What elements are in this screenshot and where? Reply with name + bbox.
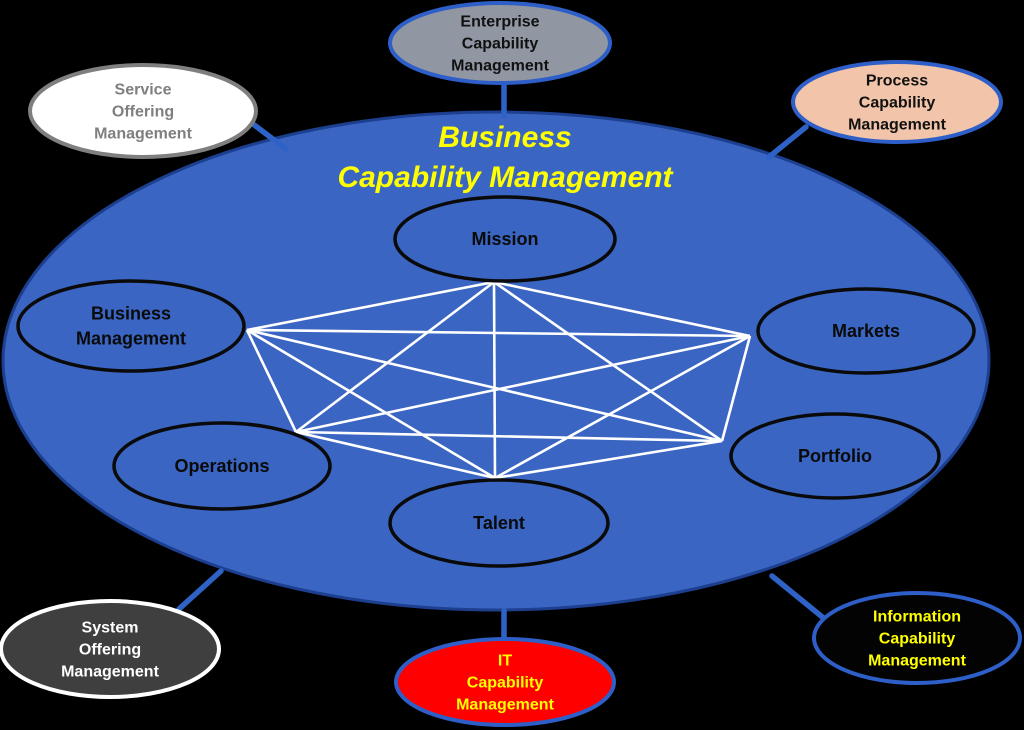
inner-node-talent-label: Talent — [473, 513, 525, 533]
mesh-edge-business-management-portfolio — [246, 328, 723, 443]
mesh-edge-markets-operations — [295, 334, 751, 434]
mesh-edge-portfolio-talent — [494, 439, 723, 480]
mesh-edge-mission-markets — [493, 280, 751, 338]
inner-node-mission-label: Mission — [471, 229, 538, 249]
inner-node-business-management — [16, 279, 246, 373]
mesh-edge-business-management-markets — [246, 328, 751, 338]
mesh-edge-business-management-talent — [246, 328, 496, 480]
satellite-system-offering-management — [0, 599, 221, 699]
mesh-edge-operations-portfolio — [295, 430, 723, 443]
satellite-enterprise-capability-management-label: Enterprise — [460, 14, 539, 31]
satellite-system-offering-management-label: Management — [61, 664, 159, 681]
satellite-service-offering-management — [28, 63, 258, 159]
satellite-process-capability-management-label: Capability — [859, 95, 936, 112]
information-capability-management-connector-line — [769, 573, 829, 623]
satellite-it-capability-management — [394, 637, 616, 727]
satellite-it-capability-management-label: Capability — [467, 675, 544, 692]
inner-node-portfolio — [729, 412, 941, 500]
mesh-edge-mission-portfolio — [493, 280, 723, 443]
inner-node-markets-label: Markets — [832, 321, 900, 341]
satellite-it-capability-management-label: Management — [456, 697, 554, 714]
mesh-edge-markets-portfolio — [720, 335, 752, 442]
satellite-information-capability-management — [812, 591, 1022, 685]
inner-node-mission — [393, 195, 617, 283]
satellite-information-capability-management-label: Capability — [879, 631, 956, 648]
diagram-title-line: Capability Management — [337, 161, 674, 194]
satellite-process-capability-management-label: Process — [866, 73, 928, 90]
satellite-information-capability-management-label: Management — [868, 653, 966, 670]
mesh-edge-business-management-operations — [245, 329, 298, 433]
mesh-edge-mission-talent — [492, 281, 497, 479]
satellite-process-capability-management — [791, 60, 1003, 144]
satellite-service-offering-management-label: Management — [94, 126, 192, 143]
inner-node-operations — [112, 421, 332, 511]
inner-node-business-management-label: Business — [91, 304, 171, 324]
process-capability-management-connector-line — [766, 124, 809, 160]
satellite-service-offering-management-label: Offering — [112, 104, 174, 121]
mesh-edge-markets-talent — [494, 334, 751, 480]
system-offering-management-connector-line — [176, 568, 224, 612]
mesh-edge-mission-operations — [295, 280, 495, 434]
inner-node-operations-label: Operations — [174, 456, 269, 476]
inner-node-portfolio-label: Portfolio — [798, 446, 872, 466]
satellite-system-offering-management-label: Offering — [79, 642, 141, 659]
satellite-process-capability-management-label: Management — [848, 117, 946, 134]
mesh-edge-operations-talent — [295, 430, 496, 480]
service-offering-management-connector-line — [246, 118, 289, 152]
inner-node-business-management-label: Management — [76, 329, 186, 349]
satellite-service-offering-management-label: Service — [115, 82, 172, 99]
satellite-enterprise-capability-management — [388, 1, 612, 85]
satellite-enterprise-capability-management-label: Capability — [462, 36, 539, 53]
inner-node-markets — [756, 287, 976, 375]
satellite-information-capability-management-label: Information — [873, 609, 961, 626]
diagram-title-line: Business — [438, 121, 571, 154]
satellite-enterprise-capability-management-label: Management — [451, 58, 549, 75]
satellite-system-offering-management-label: System — [82, 620, 139, 637]
satellite-it-capability-management-label: IT — [498, 653, 512, 670]
mesh-edge-mission-business-management — [246, 280, 495, 332]
inner-node-talent — [388, 478, 610, 568]
